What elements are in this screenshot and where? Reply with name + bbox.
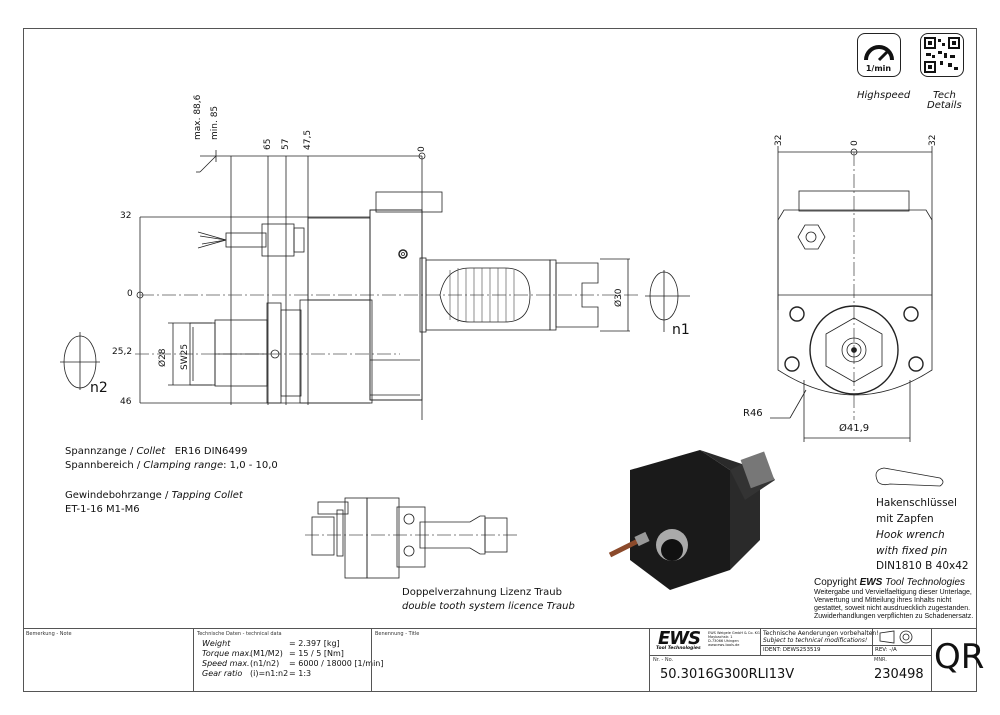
rotation-n1-label: n1 [672, 322, 690, 338]
front-dim-center: 0 [850, 140, 860, 146]
qr-code-icon [924, 37, 960, 73]
company-cell: EWS Tool Technologies EWS Weigele GmbH &… [649, 628, 932, 691]
copyright-line-1: Weitergabe und Vervielfaeltigung dieser … [814, 589, 972, 596]
clamping-de: Spannbereich / [65, 460, 141, 471]
company-line-1: EWS Weigele GmbH & Co. KG [708, 631, 760, 635]
front-diameter: Ø41,9 [839, 423, 870, 434]
divider [872, 629, 873, 655]
dim-57: 57 [281, 138, 291, 150]
tapping-note: Gewindebohrzange / Tapping Collet [65, 490, 243, 501]
note-label: Bemerkung - Note [26, 631, 72, 637]
dim-collet-diameter: Ø28 [158, 348, 168, 367]
dim-max: max. 88,6 [193, 94, 203, 140]
divider [760, 645, 932, 646]
qr-cell: QR [931, 629, 984, 691]
company-line-2: Maybachstr. 1 [708, 635, 733, 639]
dim-0: 0 [417, 146, 427, 152]
copyright-line-4: Zuwiderhandlungen verpflichten zu Schade… [814, 613, 974, 620]
copyright-suffix: Tool Technologies [882, 577, 966, 588]
projection-symbol-icon [879, 630, 913, 644]
copyright-line-2: Verwertung und Mitteilung ihres Inhalts … [814, 597, 952, 604]
tapping-spec: ET-1-16 M1-M6 [65, 504, 140, 515]
divider [760, 629, 761, 655]
tech-label-1: Tech [933, 90, 956, 101]
tech-data-cell: Technische Daten - technical data Weight… [193, 629, 384, 691]
tech-row-name-0: Weight [202, 639, 231, 648]
mnr-label: MNR. [874, 657, 887, 663]
collet-spec: ER16 DIN6499 [174, 446, 248, 457]
isometric-render [608, 450, 775, 590]
drawing-frame [23, 28, 977, 692]
tech-row-value-3: = 1:3 [289, 669, 312, 678]
part-number: 50.3016G300RLI13V [660, 667, 795, 682]
tech-data-label: Technische Daten - technical data [197, 631, 282, 637]
collet-note: Spannzange / Collet ER16 DIN6499 [65, 446, 247, 457]
double-tooth-en: double tooth system licence Traub [402, 601, 575, 612]
front-dim-right: 32 [928, 134, 938, 146]
mnr: 230498 [874, 667, 924, 682]
ident: IDENT: DEWS253519 [763, 647, 821, 653]
tapping-en: Tapping Collet [171, 490, 243, 501]
collet-de: Spannzange / [65, 446, 134, 457]
rotation-n2-label: n2 [90, 380, 108, 396]
dim-wrench-size: SW25 [180, 343, 190, 370]
dim-65: 65 [263, 138, 273, 150]
dim-left-0: 0 [127, 289, 133, 299]
dim-shank-diameter: Ø30 [614, 288, 624, 307]
clamping-note: Spannbereich / Clamping range: 1,0 - 10,… [65, 460, 278, 471]
change-notice-de: Technische Aenderungen vorbehalten! [763, 630, 879, 637]
hook-wrench-line1: Hakenschlüssel [876, 497, 957, 509]
front-dim-left: 32 [774, 134, 784, 146]
divider [650, 655, 932, 656]
title-cell: Benennung - Title [371, 629, 649, 691]
company-line-3: D-73066 Uhingen [708, 639, 739, 643]
front-radius: R46 [743, 408, 763, 419]
tapping-de: Gewindebohrzange / [65, 490, 169, 501]
change-notice-en: Subject to technical modifications! [763, 637, 868, 644]
copyright-line-3: gestattet, soweit nicht ausdruecklich zu… [814, 605, 971, 612]
clamping-spec: : 1,0 - 10,0 [223, 460, 278, 471]
tech-label-2: Details [927, 100, 962, 111]
note-cell: Bemerkung - Note [23, 629, 193, 691]
speedometer-icon [864, 45, 894, 62]
copyright-brand: EWS [859, 577, 883, 588]
dim-left-25-2: 25,2 [112, 347, 133, 357]
company-line-4: www.ews-tools.de [708, 643, 740, 647]
qr-text: QR [934, 637, 985, 677]
logo-sub: Tool Technologies [656, 646, 701, 651]
hook-wrench-icon [872, 464, 942, 488]
tech-row-param-3: (i)=n1:n2 [250, 669, 289, 678]
nr-label: Nr. - No. [653, 657, 674, 663]
dim-left-46: 46 [120, 397, 132, 407]
highspeed-badge: 1/min [857, 33, 901, 77]
tech-row-value-2: = 6000 / 18000 [1/min] [289, 659, 384, 668]
dim-47-5: 47,5 [303, 129, 313, 150]
double-tooth-de: Doppelverzahnung Lizenz Traub [402, 587, 562, 598]
title-block: Bemerkung - Note Technische Daten - tech… [23, 628, 984, 692]
tech-row-param-1: (M1/M2) [250, 649, 283, 658]
logo-text: EWS [658, 628, 701, 649]
tech-row-value-1: = 15 / 5 [Nm] [289, 649, 344, 658]
title-label: Benennung - Title [375, 631, 420, 637]
highspeed-label: Highspeed [857, 90, 911, 101]
collet-en: Collet [136, 446, 166, 457]
tech-row-value-0: = 2.397 [kg] [289, 639, 340, 648]
tech-row-name-2: Speed max. [202, 659, 250, 668]
hook-wrench-line3: Hook wrench [876, 529, 945, 541]
hook-wrench-line5: DIN1810 B 40x42 [876, 560, 969, 572]
copyright-title: Copyright EWS Tool Technologies [814, 577, 965, 588]
tech-row-name-1: Torque max. [202, 649, 252, 658]
tech-details-qr[interactable] [920, 33, 964, 77]
hook-wrench-line4: with fixed pin [876, 545, 948, 557]
tech-row-name-3: Gear ratio [202, 669, 243, 678]
highspeed-unit: 1/min [865, 64, 892, 73]
ews-logo: EWS Tool Technologies [656, 628, 706, 651]
dim-left-32: 32 [120, 211, 132, 221]
dim-min: min. 85 [210, 105, 220, 140]
rev: REV: -/A [875, 647, 897, 653]
tech-row-param-2: (n1/n2) [250, 659, 280, 668]
hook-wrench-line2: mit Zapfen [876, 513, 934, 525]
copyright-prefix: Copyright [814, 577, 860, 588]
clamping-en: Clamping range [143, 460, 224, 471]
